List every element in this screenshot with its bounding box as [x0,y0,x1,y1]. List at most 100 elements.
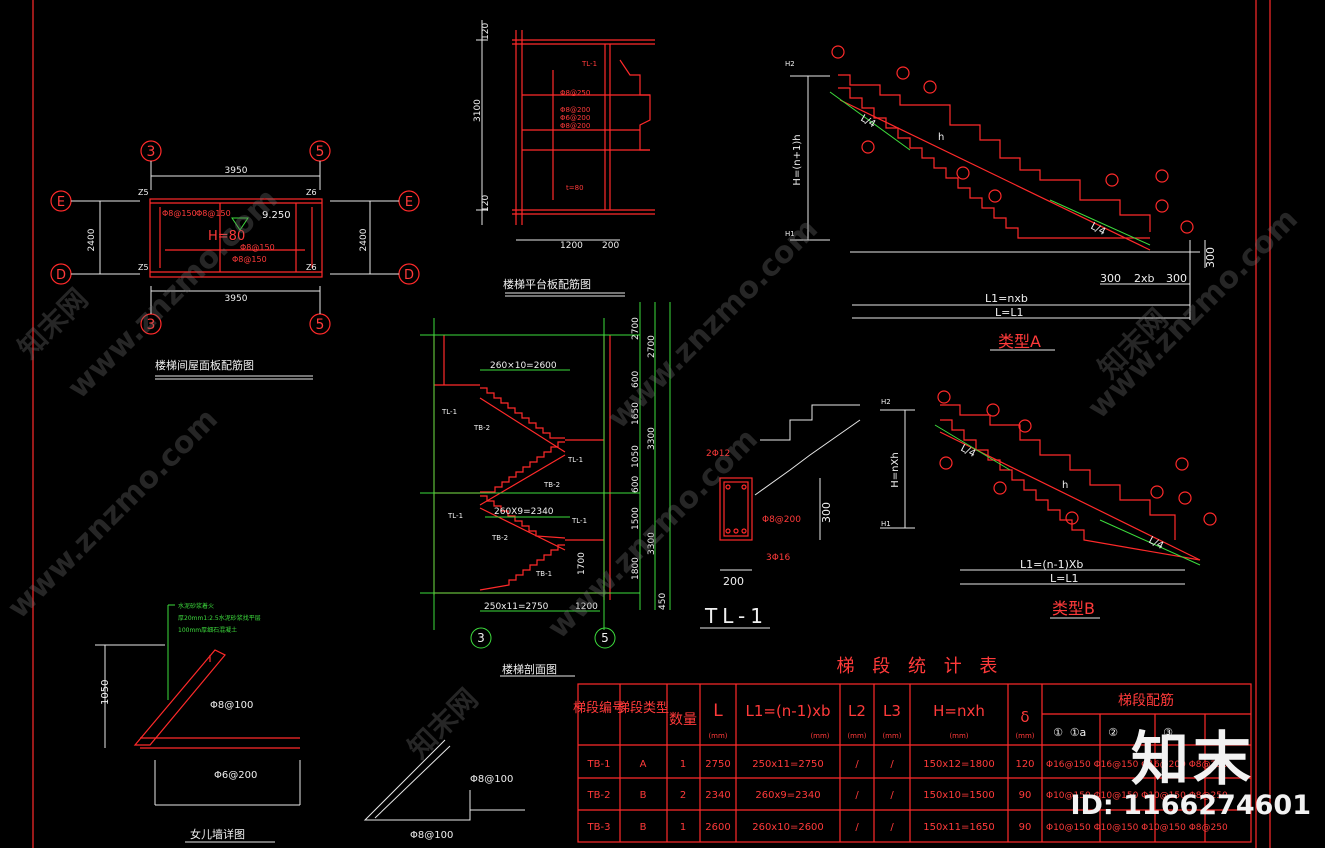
section-run-3: 250x11=2750 [484,602,549,612]
z5-bottom: Z5 [138,263,149,272]
parapet-rebar-2: Φ6@200 [214,770,257,781]
section-dim-600b: 600 [631,476,641,493]
roof-slab-plan [50,140,420,380]
type-a-dim-300b: 300 [1166,272,1187,285]
section-tl1-d: TL-1 [571,517,587,525]
platform-dim-3100: 3100 [473,99,483,122]
unit-l3: (mm) [882,732,901,740]
table-title: 梯 段 统 计 表 [837,656,1004,677]
tl1-beam-detail [700,404,861,629]
platform-rebar-1: Φ8@250 [560,89,590,97]
axis-e-left-label: E [57,195,65,210]
unit-l1: (mm) [810,732,829,740]
platform-rebar-4: Φ8@200 [560,122,590,130]
row1-l3: / [890,759,894,770]
type-a-l: L=L1 [995,306,1023,319]
row1-delta: 120 [1015,759,1034,770]
table-header-type: 梯段类型 [617,701,669,716]
type-a-height: H=(n+1)h [792,134,803,185]
row1-h: 150x12=1800 [923,759,995,770]
platform-dim-120-bot: 120 [481,195,491,212]
type-a-l1: L1=nxb [985,292,1028,305]
row3-l3: / [890,822,894,833]
plan-dim-bottom: 3950 [225,294,248,304]
beam-top-rebar: 2Φ12 [706,449,730,459]
type-a-h1: H1 [785,230,795,238]
platform-dim-200: 200 [602,241,619,251]
row2-type: B [640,790,647,801]
section-axis-3-label: 3 [477,631,485,645]
corner-rebar-2: Φ8@100 [410,830,453,841]
type-a-l4-b: L/4 [1089,221,1108,238]
parapet-title: 女儿墙详图 [190,827,245,841]
type-b-h2: H2 [881,398,891,406]
section-tb1: TB-1 [535,570,552,578]
plan-rebar-3: Φ8@150 [240,243,275,252]
section-dim-1050: 1050 [631,445,641,468]
stair-table [577,683,1252,843]
rebar-sub-1a: ①a [1070,726,1087,739]
row3-type: B [640,822,647,833]
rebar-sub-3: ③ [1163,726,1173,739]
plan-rebar-4: Φ8@150 [232,255,267,264]
section-tl1-c: TL-1 [447,512,463,520]
axis-5-bottom-label: 5 [316,317,325,333]
row1-l: 2750 [705,759,730,770]
plan-dim-right: 2400 [359,228,369,251]
platform-title: 楼梯平台板配筋图 [503,277,591,291]
section-dim-2700: 2700 [631,317,641,340]
plan-dim-left: 2400 [87,228,97,251]
type-b-l4-b: L/4 [1147,535,1166,552]
corner-rebar-1: Φ8@100 [470,774,513,785]
type-b-h-small: h [1062,480,1068,491]
table-header-rebar: 梯段配筋 [1118,692,1174,709]
plan-rebar-1: Φ8@150 [162,209,197,218]
type-b-title: 类型B [1052,599,1095,618]
section-dim-2700b: 2700 [647,335,657,358]
brand-logo: 知末 [1130,725,1255,793]
type-b-l1: L1=(n-1)Xb [1020,558,1083,571]
type-a-dim-2xb: 2xb [1134,272,1155,285]
type-b-detail [880,390,1217,619]
row2-qty: 2 [680,790,686,801]
platform-thickness: t=80 [566,184,584,192]
parapet-rebar-1: Φ8@100 [210,700,253,711]
beam-height: 300 [820,502,833,523]
section-axis-3 [470,627,492,649]
row2-l2: / [855,790,859,801]
plan-elevation: 9.250 [262,210,291,221]
unit-l: (mm) [708,732,727,740]
plan-title: 楼梯间屋面板配筋图 [155,358,254,372]
rebar-sub-1: ① [1053,726,1063,739]
axis-d-right-label: D [404,268,414,283]
row2-delta: 90 [1019,790,1032,801]
section-dim-3300b: 3300 [647,532,657,555]
row2-h: 150x10=1500 [923,790,995,801]
beam-width: 200 [723,575,744,588]
platform-rebar-2: Φ8@200 [560,106,590,114]
section-run-1: 260×10=2600 [490,361,557,371]
section-dim-450: 450 [658,593,668,610]
watermark-cn-1: 知末网 [12,282,95,365]
section-tl1-b: TL-1 [567,456,583,464]
z6-top: Z6 [306,188,317,197]
platform-slab-plan [476,20,655,297]
beam-bottom-rebar: 3Φ16 [766,553,791,563]
section-dim-1800: 1800 [631,557,641,580]
type-a-h-small: h [938,132,944,143]
axis-3-top-label: 3 [147,144,156,160]
row3-l2: / [855,822,859,833]
table-header-h: H=nxh [933,702,985,720]
row1-qty: 1 [680,759,686,770]
watermark-4: www.znzmo.com [1,402,225,626]
table-header-qty: 数量 [669,712,697,728]
table-header-delta: δ [1020,708,1029,726]
type-a-dim-300a: 300 [1100,272,1121,285]
type-b-l4-a: L/4 [959,443,978,460]
type-a-h2: H2 [785,60,795,68]
platform-dim-120-top: 120 [481,23,491,40]
section-tl1-a: TL-1 [441,408,457,416]
row3-h: 150x11=1650 [923,822,995,833]
z6-bottom: Z6 [306,263,317,272]
section-title: 楼梯剖面图 [502,662,557,676]
